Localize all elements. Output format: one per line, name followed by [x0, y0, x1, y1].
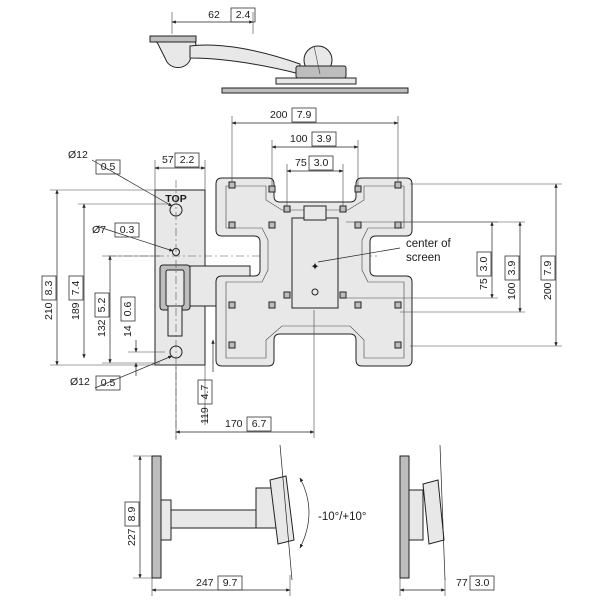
svg-text:8.3: 8.3 — [43, 281, 55, 296]
svg-text:7.4: 7.4 — [70, 281, 82, 296]
dim-top-width: 62 2.4 — [208, 7, 256, 23]
svg-text:62: 62 — [208, 9, 220, 21]
dim-center-offset-170: 170 6.7 — [175, 310, 315, 438]
svg-text:210: 210 — [43, 302, 55, 320]
dim-wall-plate-height: 210 8.3 — [41, 189, 155, 366]
callout-hole-top: Ø12 0.5 — [68, 149, 173, 207]
dim-min-depth: 77 3.0 — [456, 575, 495, 591]
dim-hole-spacing-75: 75 3.0 — [286, 155, 344, 206]
dim-hole-spacing-100: 100 3.9 — [271, 131, 359, 186]
svg-text:3.0: 3.0 — [475, 577, 490, 589]
svg-text:7.9: 7.9 — [297, 109, 312, 121]
svg-text:3.9: 3.9 — [506, 261, 518, 276]
svg-text:Ø12: Ø12 — [68, 149, 88, 161]
svg-text:100: 100 — [290, 133, 308, 145]
svg-text:0.5: 0.5 — [101, 377, 116, 389]
svg-text:119: 119 — [199, 407, 211, 424]
dim-side-height: 227 8.9 — [124, 501, 140, 546]
svg-text:200: 200 — [542, 282, 554, 300]
side-view-extended: 227 8.9 247 9.7 -10°/+10° — [124, 444, 367, 596]
side-view-folded: 77 3.0 — [399, 444, 495, 596]
svg-text:3.0: 3.0 — [478, 257, 490, 272]
vesa-holes — [228, 181, 402, 349]
svg-text:✦: ✦ — [311, 261, 320, 273]
dim-plate-v-100: 100 3.9 — [400, 221, 525, 313]
dim-center-offset-119: 119 4.7 — [197, 339, 215, 425]
svg-text:3.0: 3.0 — [314, 157, 329, 169]
svg-text:0.5: 0.5 — [101, 161, 116, 173]
svg-text:6.7: 6.7 — [252, 418, 267, 430]
svg-text:247: 247 — [196, 577, 214, 589]
svg-text:2.2: 2.2 — [180, 154, 195, 166]
svg-text:189: 189 — [70, 302, 82, 320]
svg-text:100: 100 — [506, 282, 518, 300]
svg-text:Ø7: Ø7 — [92, 224, 106, 236]
top-view: 62 2.4 — [149, 7, 409, 94]
svg-text:77: 77 — [456, 577, 468, 589]
svg-text:2.4: 2.4 — [236, 9, 251, 21]
dim-plate-v-200: 200 7.9 — [410, 183, 562, 347]
svg-text:200: 200 — [270, 109, 288, 121]
svg-text:132: 132 — [96, 319, 108, 337]
svg-text:4.7: 4.7 — [199, 385, 211, 400]
tilt-label: -10°/+10° — [318, 511, 367, 523]
svg-text:Ø12: Ø12 — [70, 376, 90, 388]
svg-text:75: 75 — [295, 157, 307, 169]
center-of-screen-label: center of screen — [317, 238, 452, 264]
callout-hole-bottom: Ø12 0.5 — [70, 355, 173, 391]
svg-text:7.9: 7.9 — [542, 261, 554, 276]
svg-text:8.9: 8.9 — [126, 507, 138, 522]
svg-text:57: 57 — [162, 154, 174, 166]
dim-wall-plate-width: 57 2.2 — [154, 152, 206, 190]
svg-text:screen: screen — [406, 252, 441, 264]
svg-text:3.9: 3.9 — [317, 133, 332, 145]
svg-text:75: 75 — [478, 278, 490, 290]
dim-max-depth: 247 9.7 — [196, 575, 243, 591]
svg-text:14: 14 — [122, 325, 134, 337]
svg-text:center of: center of — [406, 238, 452, 250]
svg-text:9.7: 9.7 — [223, 577, 238, 589]
dim-hole-span: 189 7.4 — [68, 203, 170, 359]
svg-text:5.2: 5.2 — [96, 298, 108, 313]
dim-hole-height: 132 5.2 — [94, 255, 160, 364]
svg-text:170: 170 — [225, 418, 243, 430]
svg-text:0.3: 0.3 — [120, 224, 135, 236]
callout-hole-mid: Ø7 0.3 — [92, 222, 174, 252]
svg-text:227: 227 — [126, 528, 138, 546]
wall-plate-front: TOP — [108, 180, 380, 440]
dim-hole-offset: 14 0.6 — [120, 296, 165, 376]
svg-text:0.6: 0.6 — [122, 302, 134, 317]
dim-plate-width: 200 7.9 — [231, 107, 399, 182]
vesa-plate: ✦ — [215, 177, 413, 367]
